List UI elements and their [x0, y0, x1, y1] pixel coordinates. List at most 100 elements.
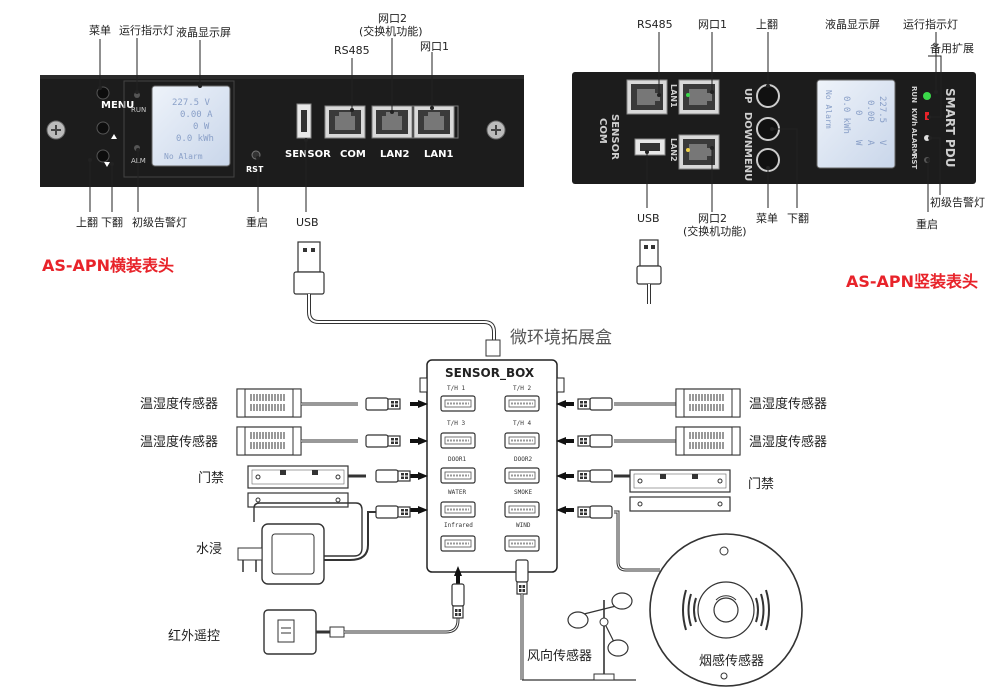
port-wind[interactable] — [504, 535, 540, 552]
vertical-caption: AS-APN竖装表头 — [846, 272, 978, 291]
infrared-remote — [263, 583, 465, 655]
horizontal-panel: MENU RUN ALM 227.5 V 0.00 A 0 W 0.0 kWh … — [40, 12, 524, 275]
port-label-water: WATER — [448, 489, 466, 496]
vlcd-unit-3: W — [853, 140, 863, 146]
box-label: SENSOR_BOX — [445, 366, 535, 381]
vpanel-kwh-label: KWh — [910, 108, 918, 126]
label-door-right: 门禁 — [748, 477, 774, 492]
port-label-th2: T/H 2 — [513, 385, 531, 392]
port-smoke[interactable] — [504, 501, 540, 518]
label-th-right-1: 温湿度传感器 — [749, 396, 827, 412]
vcallout-lan2-note: (交换机功能) — [683, 224, 747, 238]
port-door1[interactable] — [440, 467, 476, 484]
th-sensor-right-2 — [577, 426, 741, 456]
port-th4[interactable] — [504, 432, 540, 449]
callout-lan2-note: (交换机功能) — [359, 24, 423, 38]
label-infrared: 红外遥控 — [168, 628, 220, 644]
label-wind: 风向传感器 — [527, 648, 592, 664]
panel-lan2-label: LAN2 — [380, 149, 409, 160]
vcallout-lcd: 液晶显示屏 — [825, 17, 880, 31]
port-label-th1: T/H 1 — [447, 385, 465, 392]
port-water[interactable] — [440, 501, 476, 518]
vcallout-down: 下翻 — [787, 211, 809, 225]
run-indicator — [134, 92, 140, 98]
vpanel-alarm-indicator — [924, 135, 930, 141]
usb-cable-vertical — [636, 239, 662, 304]
port-th2[interactable] — [504, 395, 540, 412]
port-door2[interactable] — [504, 467, 540, 484]
vpanel-up-button[interactable] — [756, 84, 780, 108]
port-label-door1: DOOR1 — [448, 456, 466, 463]
vlcd-unit-1: V — [877, 140, 887, 146]
vpanel-up-label: UP — [742, 88, 753, 103]
left-arrows — [410, 400, 428, 514]
callout-up: 上翻 — [76, 215, 98, 229]
panel-com-label: COM — [340, 149, 366, 160]
port-th1[interactable] — [440, 395, 476, 412]
vpanel-down-label: DOWN — [742, 112, 753, 148]
vpanel-sensor-label: SENSOR — [609, 114, 620, 160]
lcd-line-power: 0 W — [193, 122, 210, 132]
vcallout-reset: 重启 — [916, 217, 938, 231]
water-sensor — [237, 502, 411, 585]
down-button[interactable] — [96, 149, 110, 163]
vlcd-line-3: 0 — [853, 110, 863, 115]
th-sensor-left-2 — [236, 426, 401, 456]
callout-run-light: 运行指示灯 — [119, 23, 174, 37]
vpanel-alarm-label: ALARM — [910, 128, 918, 156]
up-button[interactable] — [96, 121, 110, 135]
port-label-infrared: Infrared — [444, 522, 473, 529]
vpanel-lcd-screen — [816, 79, 896, 169]
vertical-panel: COM SENSOR LAN1 LAN2 UP DOWN MENU 227.5 … — [572, 17, 985, 291]
callout-lan1: 网口1 — [420, 40, 449, 53]
port-th3[interactable] — [440, 432, 476, 449]
vlcd-alarm: No Alarm — [824, 90, 833, 129]
sensor-box: SENSOR_BOX T/H 1 T/H 2 T/H 3 T/H 4 DOOR1… — [419, 359, 565, 573]
lcd-alarm-text: No Alarm — [164, 152, 203, 161]
smoke-sensor-cable — [577, 505, 660, 572]
lcd-line-voltage: 227.5 V — [172, 98, 211, 108]
down-arrow-icon — [104, 162, 110, 167]
label-th-left-2: 温湿度传感器 — [140, 434, 218, 450]
door-sensor-left — [247, 465, 411, 508]
smoke-sensor — [649, 533, 803, 687]
label-door-left: 门禁 — [198, 471, 224, 486]
vpanel-lan1-port[interactable] — [678, 79, 720, 115]
panel-rst-label: RST — [246, 165, 264, 174]
com-port[interactable] — [324, 105, 366, 139]
port-label-smoke: SMOKE — [514, 489, 532, 496]
vcallout-alarm-light: 初级告警灯 — [930, 195, 985, 209]
up-arrow-icon — [111, 134, 117, 139]
lcd-line-current: 0.00 A — [180, 110, 213, 120]
th-sensor-right-1 — [577, 388, 741, 418]
label-smoke: 烟感传感器 — [699, 653, 764, 669]
panel-run-label: RUN — [131, 106, 146, 114]
lcd-line-energy: 0.0 kWh — [176, 134, 214, 144]
horizontal-caption: AS-APN横装表头 — [42, 256, 174, 275]
lan1-port[interactable] — [413, 105, 455, 139]
vpanel-brand: SMART PDU — [943, 88, 957, 167]
vlcd-unit-2: A — [865, 140, 875, 146]
lcd-screen — [151, 85, 231, 167]
wind-sensor — [515, 559, 636, 681]
callout-alarm-light: 初级告警灯 — [132, 215, 187, 229]
vlcd-line-1: 227.5 — [877, 96, 887, 123]
vcallout-lan1: 网口1 — [698, 18, 727, 31]
callout-lcd: 液晶显示屏 — [176, 25, 231, 39]
box-title: 微环境拓展盒 — [510, 328, 612, 348]
usb-cable-horizontal — [293, 241, 501, 357]
vcallout-menu: 菜单 — [756, 212, 778, 225]
vpanel-lan2-port[interactable] — [678, 134, 720, 170]
port-label-th3: T/H 3 — [447, 420, 465, 427]
callout-usb: USB — [296, 216, 319, 229]
vlcd-line-4: 0.0 kWh — [841, 96, 851, 134]
vcallout-up: 上翻 — [756, 17, 778, 31]
vpanel-com-label: COM — [597, 118, 608, 144]
right-arrows — [556, 400, 574, 514]
vpanel-menu-label: MENU — [742, 148, 753, 181]
vpanel-rst-label: RST — [910, 154, 918, 169]
port-infrared[interactable] — [440, 535, 476, 552]
vcallout-spare: 备用扩展 — [930, 41, 974, 55]
vpanel-com-port[interactable] — [626, 79, 668, 115]
